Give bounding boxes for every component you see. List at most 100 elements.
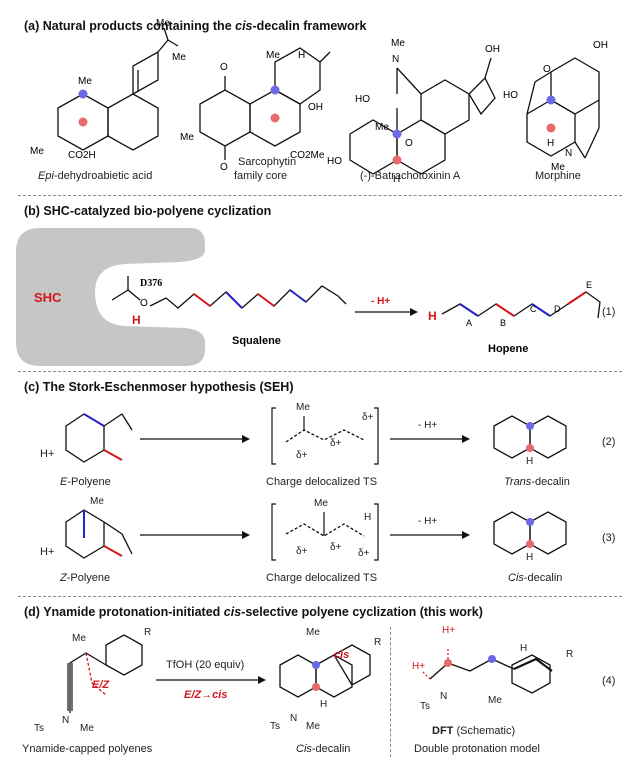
stereocenter-blue-atom	[78, 89, 88, 99]
structure-sarcophytin-core: O O Me H Me OH CO2Me	[180, 47, 331, 173]
ring-label-e: E	[586, 280, 592, 290]
acidic-proton: H	[132, 313, 141, 327]
deprotonation-label: - H+	[371, 296, 390, 307]
stereocenter-red-atom	[78, 117, 88, 127]
cis-decalin-product-label: Cis-decalin	[296, 743, 351, 755]
atom-label: HO	[327, 156, 342, 167]
atom-label: H	[526, 456, 534, 467]
atom-label: O	[543, 64, 551, 75]
ts-charge: δ+	[358, 548, 370, 559]
panel-a: (a) Natural products containing the cis-…	[0, 0, 640, 195]
double-protonation-model	[421, 649, 553, 694]
atom-label: Me	[156, 18, 170, 29]
atom-label: CO2H	[68, 150, 96, 161]
shc-enzyme-pocket	[16, 228, 205, 366]
h-plus-label: H+	[40, 448, 55, 460]
hopene-proton: H	[428, 309, 437, 323]
atom-label: HO	[355, 94, 370, 105]
atom-label: Me	[80, 723, 94, 734]
atom-label: OH	[593, 40, 608, 51]
e-polyene-label: E-Polyene	[60, 476, 111, 488]
cis-decalin-structure	[493, 511, 567, 555]
atom-label: O	[220, 62, 228, 73]
deprotonation-label: - H+	[418, 420, 438, 431]
ts-charge: δ+	[330, 542, 342, 553]
atom-label: R	[374, 637, 382, 648]
atom-label: H	[320, 699, 328, 710]
shc-label: SHC	[34, 290, 62, 305]
atom-label: O	[405, 138, 413, 149]
ts-atom: Me	[296, 402, 310, 413]
atom-label: H	[298, 50, 305, 61]
e-polyene-structure	[65, 413, 133, 463]
panel-b-title: (b) SHC-catalyzed bio-polyene cyclizatio…	[24, 204, 272, 218]
ring-label-a: A	[466, 318, 472, 328]
atom-label: Me	[488, 695, 502, 706]
atom-label: OH	[308, 102, 323, 113]
hopene-frame	[441, 291, 601, 319]
atom-label: Ts	[420, 701, 430, 712]
ring-label-b: B	[500, 318, 506, 328]
stereocenter-red-atom	[546, 123, 556, 133]
ts-label: Charge delocalized TS	[266, 572, 378, 584]
compound-label-sarcophytin-line2: family core	[234, 170, 288, 182]
stereocenter-blue-atom	[392, 129, 402, 139]
atom-label: Me	[90, 496, 104, 507]
atom-label: N	[290, 713, 298, 724]
ts-charge: δ+	[296, 546, 308, 557]
double-protonation-label: Double protonation model	[414, 743, 540, 755]
atom-label: H	[547, 138, 554, 149]
panel-divider	[18, 195, 622, 196]
ts-atom: Me	[314, 498, 328, 509]
dft-label: DFT (Schematic)	[432, 725, 516, 737]
equation-number-3: (3)	[602, 532, 616, 544]
compound-label-sarcophytin-line1: Sarcophytin	[238, 156, 297, 168]
ts-charge: δ+	[330, 438, 342, 449]
deprotonation-label: - H+	[418, 516, 438, 527]
reagent-label: TfOH (20 equiv)	[166, 659, 245, 671]
ts-label: Charge delocalized TS	[266, 476, 378, 488]
conversion-label: E/Z→cis	[184, 689, 228, 701]
cis-decalin-product-structure	[279, 644, 371, 698]
proton-label: H+	[442, 625, 456, 636]
ts-atom: H	[364, 512, 372, 523]
ring-label-d: D	[554, 304, 561, 314]
structure-morphine: OH O HO H N Me	[503, 40, 608, 173]
panel-divider	[18, 596, 622, 597]
z-polyene-structure	[65, 509, 133, 559]
atom-label: R	[566, 649, 574, 660]
ts-charge: δ+	[296, 450, 308, 461]
atom-label: H	[520, 643, 528, 654]
equation-number-4: (4)	[602, 675, 616, 687]
cis-tag: cis	[334, 649, 350, 661]
ts-structure-boat	[271, 503, 379, 561]
structure-epi-dehydroabietic-acid: Me Me Me Me CO2H	[30, 18, 186, 161]
trans-decalin-label: Trans-decalin	[504, 476, 570, 488]
atom-label: HO	[503, 90, 518, 101]
atom-label: Me	[30, 146, 44, 157]
cis-decalin-label: Cis-decalin	[508, 572, 563, 584]
proton-label: H+	[412, 661, 426, 672]
shc-enzyme-scheme: SHC D376 O H Squalene - H+ H A B C D E H…	[16, 228, 601, 366]
atom-label: OH	[485, 44, 500, 55]
reaction-arrow	[156, 676, 266, 684]
atom-label: CO2Me	[290, 150, 325, 161]
reaction-arrow	[140, 531, 250, 539]
squalene-chain	[149, 285, 347, 309]
atom-label: Me	[72, 633, 86, 644]
atom-label: Me	[375, 122, 389, 133]
atom-label: Me	[551, 162, 565, 173]
reaction-arrow	[390, 435, 470, 443]
panel-c-title: (c) The Stork-Eschenmoser hypothesis (SE…	[24, 380, 294, 394]
atom-label: N	[565, 148, 572, 159]
atom-label: Me	[78, 76, 92, 87]
atom-label: Me	[180, 132, 194, 143]
atom-label: N	[62, 715, 70, 726]
ynamide-polyene-label: Ynamide-capped polyenes	[22, 743, 153, 755]
atom-label: Me	[306, 721, 320, 732]
atom-label: H	[393, 174, 400, 185]
atom-label: Ts	[34, 723, 44, 734]
reaction-arrow	[390, 531, 470, 539]
panel-b: (b) SHC-catalyzed bio-polyene cyclizatio…	[0, 196, 640, 371]
panel-a-title: (a) Natural products containing the cis-…	[24, 19, 367, 33]
